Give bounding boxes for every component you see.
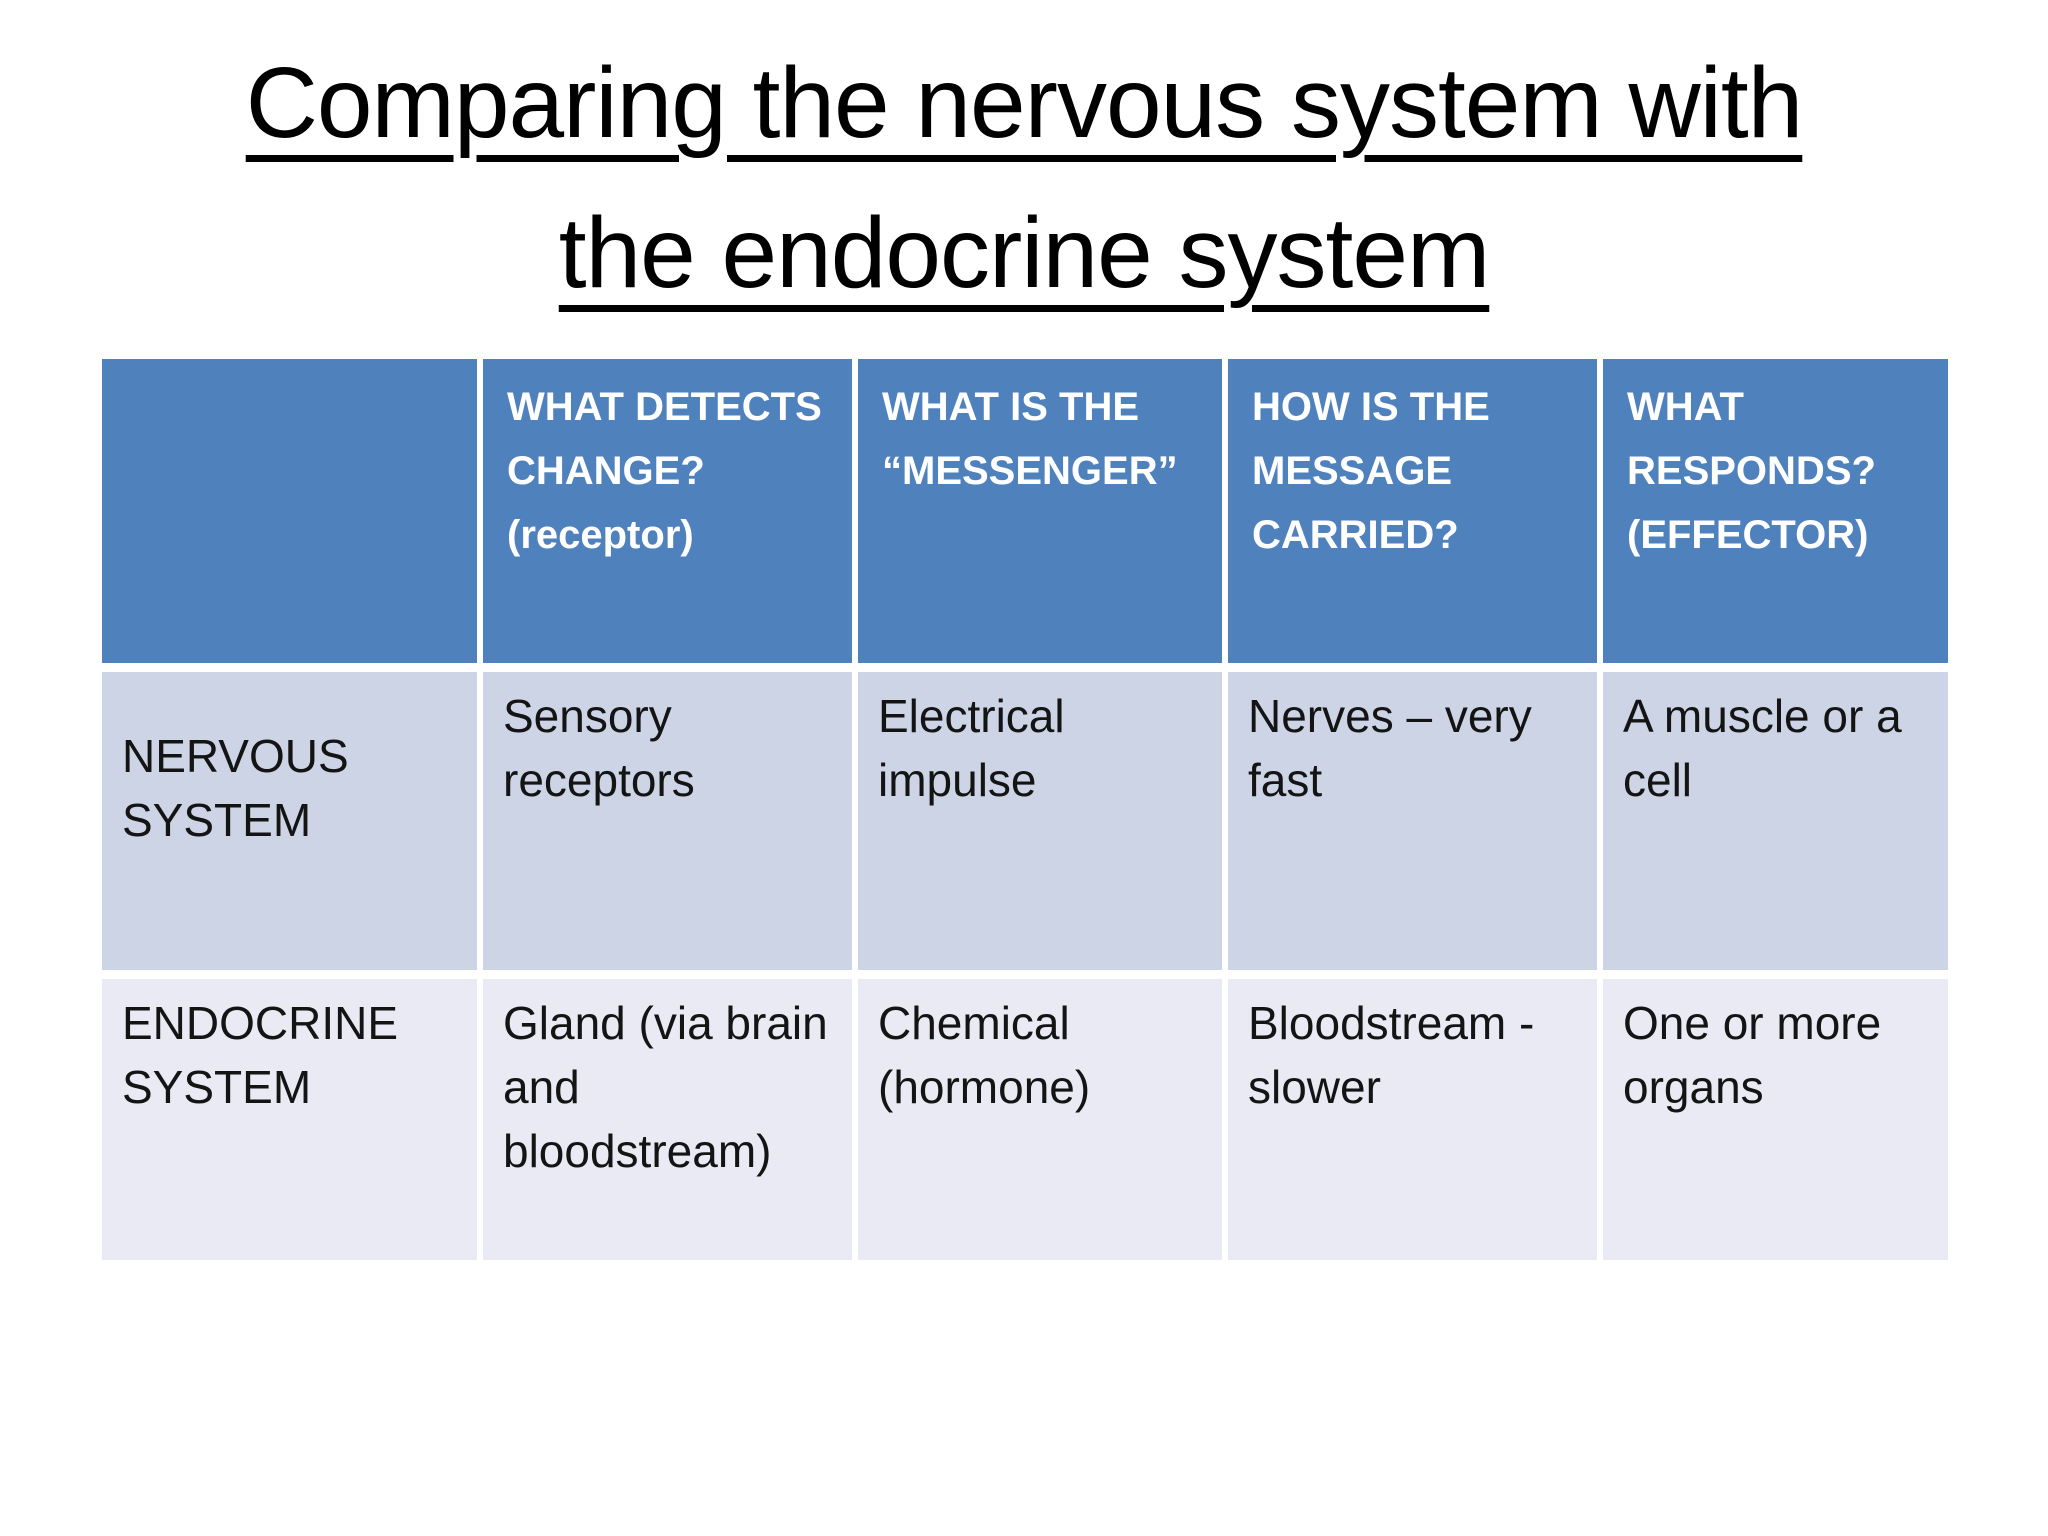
row-label-nervous-system: NERVOUS SYSTEM [102, 672, 477, 970]
cell-nervous-effector: A muscle or a cell [1603, 672, 1948, 970]
cell-nervous-messenger: Electrical impulse [858, 672, 1222, 970]
comparison-table: WHAT DETECTS CHANGE? (receptor) WHAT IS … [102, 359, 1948, 1260]
cell-endocrine-message-carried: Bloodstream - slower [1228, 979, 1597, 1260]
header-cell-what-detects-change: WHAT DETECTS CHANGE? (receptor) [483, 359, 852, 663]
cell-nervous-receptor: Sensory receptors [483, 672, 852, 970]
cell-endocrine-effector: One or more organs [1603, 979, 1948, 1260]
cell-endocrine-messenger: Chemical (hormone) [858, 979, 1222, 1260]
cell-endocrine-receptor: Gland (via brain and bloodstream) [483, 979, 852, 1260]
header-cell-what-responds: WHAT RESPONDS? (EFFECTOR) [1603, 359, 1948, 663]
slide-title-line-2: the endocrine system [558, 197, 1491, 309]
header-cell-how-is-the-message-carried: HOW IS THE MESSAGE CARRIED? [1228, 359, 1597, 663]
header-cell-what-is-the-messenger: WHAT IS THE “MESSENGER” [858, 359, 1222, 663]
cell-nervous-message-carried: Nerves – very fast [1228, 672, 1597, 970]
row-label-endocrine-system: ENDOCRINE SYSTEM [102, 979, 477, 1260]
slide-title: Comparing the nervous system with the en… [0, 28, 2048, 328]
header-cell-blank [102, 359, 477, 663]
slide-title-line-1: Comparing the nervous system with [245, 47, 1804, 159]
